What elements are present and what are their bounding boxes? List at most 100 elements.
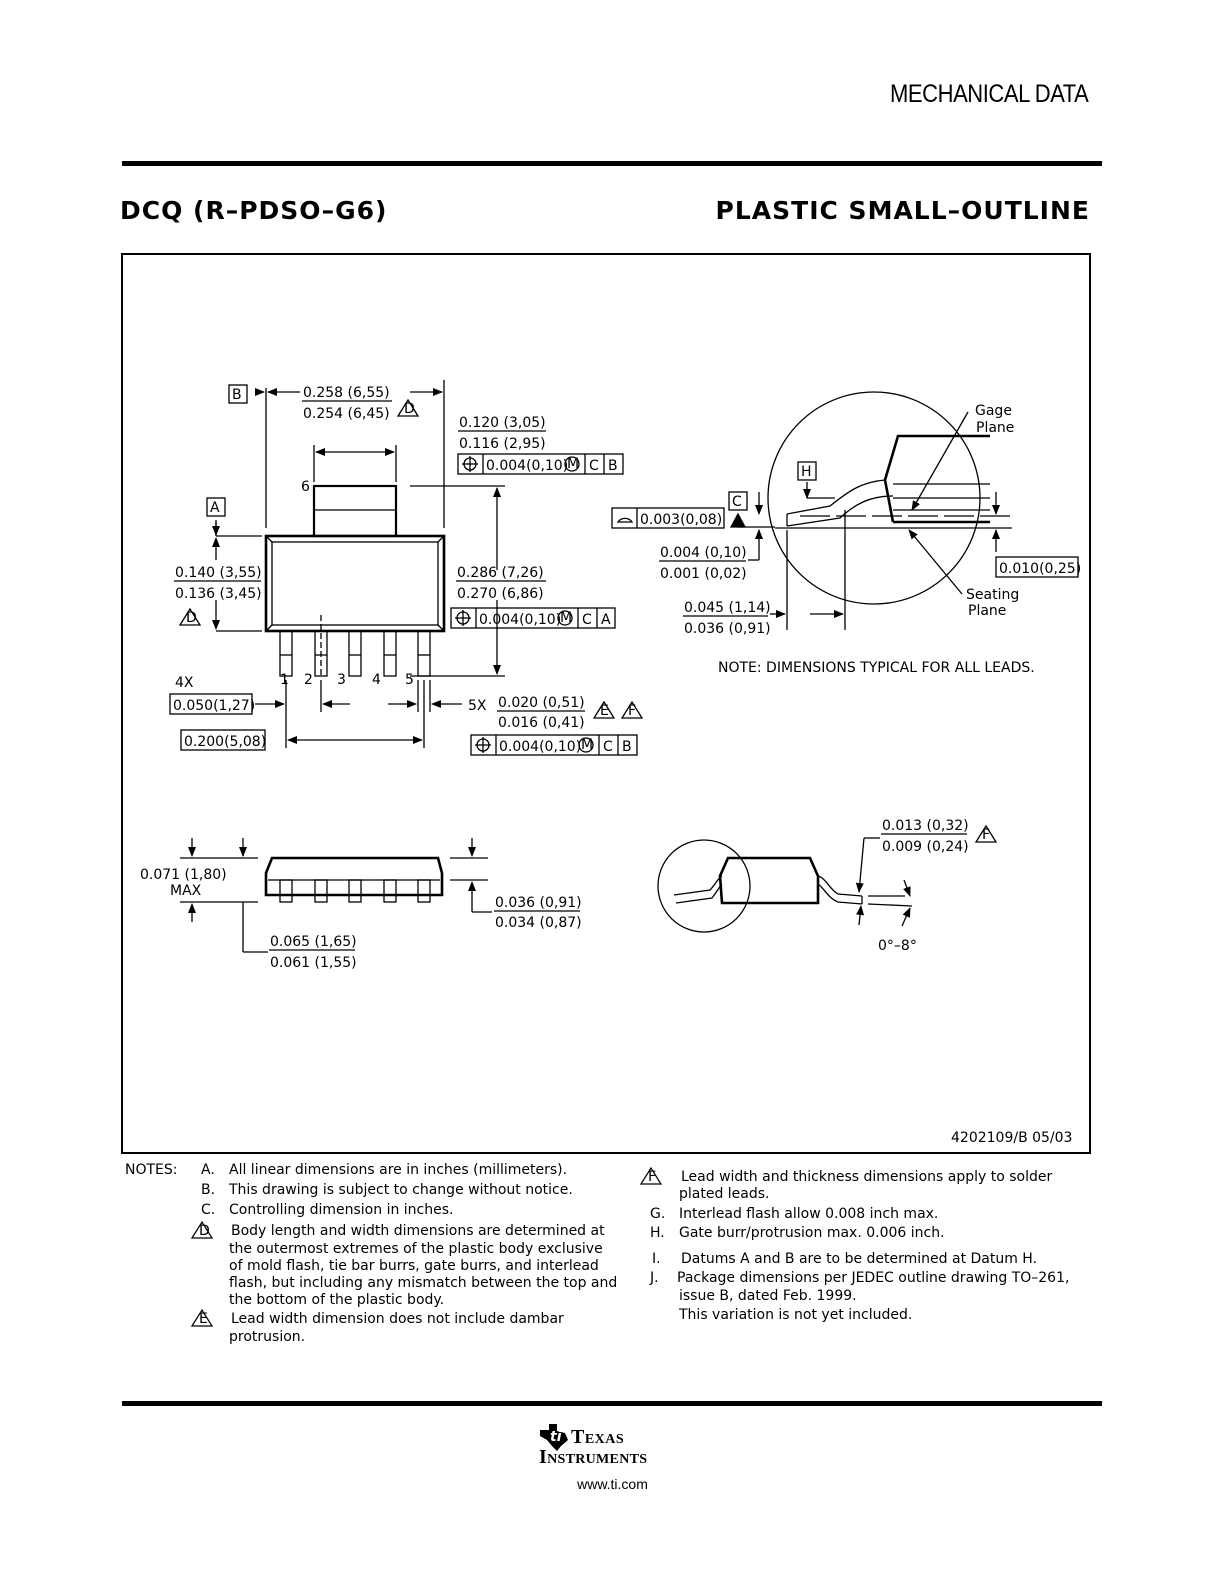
- note-h-tag: H.: [650, 1225, 665, 1241]
- overall-fcf-datum2: A: [601, 612, 611, 628]
- lead-length-min: 0.034 (0,87): [495, 915, 582, 931]
- svg-text:F: F: [628, 703, 636, 719]
- notes-heading: NOTES:: [125, 1162, 178, 1178]
- tab-fcf-datum2: B: [608, 458, 618, 474]
- note-i-text: Datums A and B are to be determined at D…: [681, 1251, 1038, 1267]
- svg-text:M: M: [567, 456, 579, 472]
- note-a-tag: A.: [201, 1162, 215, 1178]
- top-view: B A 0.258 (6,55) 0.254 (6,45) D 0.120 (3…: [169, 380, 644, 756]
- pin-4-label: 4: [372, 672, 381, 688]
- note-e-line-2: protrusion.: [229, 1329, 306, 1345]
- body-thickness-min: 0.061 (1,55): [270, 955, 357, 971]
- ti-logo-line-2: Instruments: [539, 1446, 648, 1468]
- overall-width-max: 0.286 (7,26): [457, 565, 544, 581]
- side-view: 0.071 (1,80) MAX 0.065 (1,65) 0.061 (1,5…: [140, 838, 582, 971]
- pin-1-label: 1: [280, 672, 289, 688]
- detail-note: NOTE: DIMENSIONS TYPICAL FOR ALL LEADS.: [718, 660, 1035, 676]
- lead-fcf-tolerance: 0.004(0,10): [499, 739, 581, 755]
- lead-width-max: 0.020 (0,51): [498, 695, 585, 711]
- package-name: PLASTIC SMALL–OUTLINE: [715, 196, 1090, 225]
- ti-state-icon: ti: [540, 1424, 568, 1451]
- pin-2-label: 2: [304, 672, 313, 688]
- standoff-min: 0.001 (0,02): [660, 566, 747, 582]
- note-d-line-5: the bottom of the plastic body.: [229, 1292, 445, 1308]
- tab-fcf-datum1: C: [589, 458, 599, 474]
- note-j-tag: J.: [650, 1270, 659, 1286]
- svg-text:ti: ti: [550, 1429, 562, 1445]
- svg-text:E: E: [199, 1311, 208, 1327]
- note-d-line-3: of mold flash, tie bar burrs, gate burrs…: [229, 1258, 599, 1274]
- svg-text:M: M: [581, 737, 593, 753]
- note-j-line-2: issue B, dated Feb. 1999.: [679, 1288, 857, 1304]
- span-dimension: 0.200(5,08): [184, 734, 266, 750]
- note-h-text: Gate burr/protrusion max. 0.006 inch.: [679, 1225, 945, 1241]
- lead-angle: 0°–8°: [878, 938, 917, 954]
- count-5x: 5X: [468, 698, 487, 714]
- body-width-max: 0.140 (3,55): [175, 565, 262, 581]
- svg-text:E: E: [600, 703, 609, 719]
- lead-fcf-datum1: C: [603, 739, 613, 755]
- datum-a: A: [210, 500, 220, 516]
- note-b-tag: B.: [201, 1182, 216, 1198]
- section-title: MECHANICAL DATA: [889, 80, 1089, 108]
- note-d-line-4: flash, but including any mismatch betwee…: [229, 1275, 618, 1291]
- lead-width-min: 0.016 (0,41): [498, 715, 585, 731]
- body-thickness-max: 0.065 (1,65): [270, 934, 357, 950]
- note-a-text: All linear dimensions are in inches (mil…: [229, 1162, 568, 1178]
- svg-text:F: F: [648, 1169, 656, 1185]
- mechanical-drawing: B A 0.258 (6,55) 0.254 (6,45) D 0.120 (3…: [140, 380, 1081, 1146]
- overall-fcf-tolerance: 0.004(0,10): [479, 612, 561, 628]
- svg-text:D: D: [186, 610, 197, 626]
- note-i-tag: I.: [652, 1251, 661, 1267]
- note-e-line-1: Lead width dimension does not include da…: [231, 1311, 564, 1327]
- tab-width-max: 0.120 (3,05): [459, 415, 546, 431]
- tab-fcf-tolerance: 0.004(0,10): [486, 458, 568, 474]
- overall-fcf-datum1: C: [582, 612, 592, 628]
- top-rule: [122, 161, 1102, 166]
- note-f-triangle-icon: F: [640, 1166, 662, 1185]
- height-max-label: MAX: [170, 883, 202, 899]
- seating-plane-label-1: Seating: [966, 587, 1019, 603]
- body-length-max: 0.258 (6,55): [303, 385, 390, 401]
- pin-5-label: 5: [405, 672, 414, 688]
- svg-text:D: D: [199, 1223, 210, 1239]
- lead-fcf-datum2: B: [622, 739, 632, 755]
- note-f-line-2: plated leads.: [679, 1186, 770, 1202]
- foot-length-min: 0.036 (0,91): [684, 621, 771, 637]
- svg-text:D: D: [404, 401, 415, 417]
- note-g-text: Interlead flash allow 0.008 inch max.: [679, 1206, 939, 1222]
- lead-thickness-min: 0.009 (0,24): [882, 839, 969, 855]
- overall-width-min: 0.270 (6,86): [457, 586, 544, 602]
- note-c-text: Controlling dimension in inches.: [229, 1202, 454, 1218]
- note-d-triangle-icon: D: [191, 1220, 213, 1239]
- ti-logo-line-1: Texas: [571, 1426, 625, 1448]
- seating-plane-label-2: Plane: [968, 603, 1006, 619]
- note-b-text: This drawing is subject to change withou…: [229, 1182, 573, 1198]
- svg-text:F: F: [982, 827, 990, 843]
- pin-6-label: 6: [301, 479, 310, 495]
- datum-h: H: [801, 464, 812, 480]
- package-code: DCQ (R–PDSO–G6): [120, 196, 388, 225]
- datum-c: C: [732, 494, 742, 510]
- lead-view: 0.013 (0,32) 0.009 (0,24) F 0°–8°: [657, 818, 998, 954]
- note-f-line-1: Lead width and thickness dimensions appl…: [681, 1169, 1053, 1185]
- detail-view: H C 0.003(0,08) 0.004 (0,10) 0.001 (0,02…: [611, 391, 1081, 676]
- body-length-min: 0.254 (6,45): [303, 406, 390, 422]
- svg-text:M: M: [560, 610, 572, 626]
- height-max: 0.071 (1,80): [140, 867, 227, 883]
- note-d-line-1: Body length and width dimensions are det…: [231, 1223, 605, 1239]
- note-e-triangle-icon: E: [191, 1308, 213, 1327]
- note-g-tag: G.: [650, 1206, 666, 1222]
- note-j-line-1: Package dimensions per JEDEC outline dra…: [677, 1270, 1070, 1286]
- note-j-line-3: This variation is not yet included.: [679, 1307, 913, 1323]
- pin-3-label: 3: [337, 672, 346, 688]
- note-c-tag: C.: [201, 1202, 216, 1218]
- datum-b: B: [232, 387, 242, 403]
- pitch-dimension: 0.050(1,27): [173, 698, 255, 714]
- count-4x: 4X: [175, 675, 194, 691]
- gage-plane-label-2: Plane: [976, 420, 1014, 436]
- ti-url[interactable]: www.ti.com: [577, 1476, 648, 1492]
- ti-logo: ti Texas Instruments: [537, 1422, 677, 1472]
- foot-length-max: 0.045 (1,14): [684, 600, 771, 616]
- bottom-rule: [122, 1401, 1102, 1406]
